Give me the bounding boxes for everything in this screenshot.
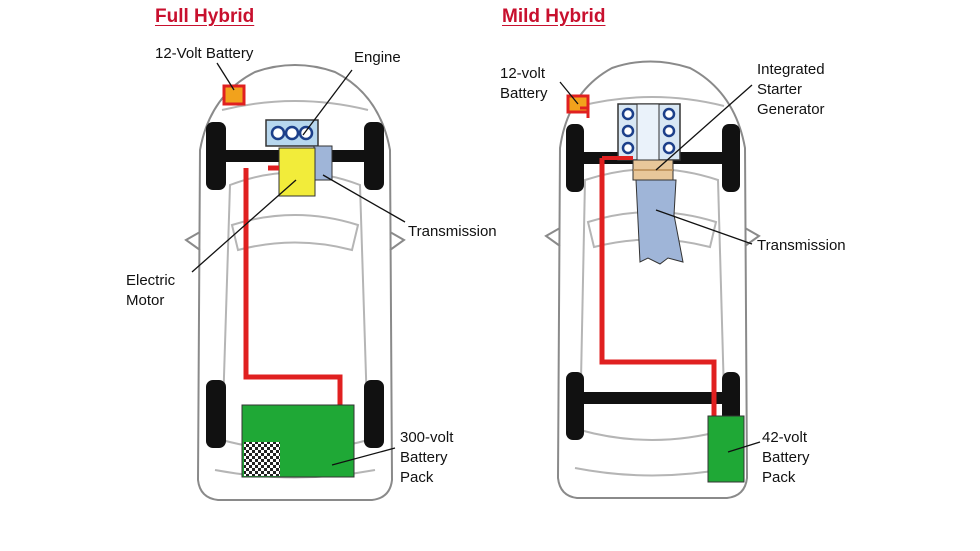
- mild-hybrid-12v-label-line-2: Battery: [500, 85, 548, 102]
- mild-hybrid-rear-axle: [582, 392, 724, 404]
- mild-hybrid-wire-2: [580, 106, 590, 118]
- mild-hybrid-front-right-wheel: [722, 124, 740, 192]
- mild-hybrid-leader-pack: [727, 441, 761, 453]
- mild-hybrid-transmission-label: Transmission: [757, 237, 846, 254]
- full-hybrid-electric-motor: [278, 147, 316, 197]
- mild-hybrid-rear-left-wheel: [566, 372, 584, 440]
- mild-hybrid-isg-label-line-1: Integrated: [757, 61, 825, 78]
- full-hybrid-front-right-wheel: [364, 122, 384, 190]
- mild-hybrid-leader-generator: [655, 84, 753, 171]
- mild-hybrid-title: Mild Hybrid: [502, 6, 606, 27]
- mild-hybrid-isg-label-line-2: Starter: [757, 81, 803, 98]
- mild-hybrid-car-body: [556, 60, 749, 499]
- mild-hybrid-cylinder-r3: [662, 141, 676, 155]
- full-hybrid-leader-engine: [302, 69, 353, 136]
- full-hybrid-leader-motor: [191, 179, 297, 273]
- full-hybrid-rear-left-wheel: [206, 380, 226, 448]
- mild-hybrid-transmission: [635, 179, 684, 265]
- full-hybrid-cylinder-1: [270, 125, 286, 141]
- mild-hybrid-car: [544, 60, 761, 499]
- mild-hybrid-left-mirror: [544, 227, 561, 247]
- full-hybrid-leader-transmission: [322, 174, 406, 223]
- full-hybrid-battery-pack-label: 300-volt Battery Pack: [400, 428, 453, 488]
- full-hybrid-wire-1: [243, 168, 343, 408]
- full-hybrid-title: Full Hybrid: [155, 6, 255, 27]
- mild-hybrid-cylinder-l1: [621, 107, 635, 121]
- mild-hybrid-cylinder-r1: [662, 107, 676, 121]
- mild-hybrid-battery-pack-label: 42-volt Battery Pack: [762, 428, 810, 488]
- full-hybrid-leader-pack: [331, 447, 396, 466]
- mild-hybrid-pack-label-line-2: Battery: [762, 449, 810, 466]
- full-hybrid-left-mirror: [184, 231, 201, 251]
- full-hybrid-cylinder-2: [284, 125, 300, 141]
- full-hybrid-transmission-label: Transmission: [408, 223, 497, 240]
- full-hybrid-front-left-wheel: [206, 122, 226, 190]
- mild-hybrid-hood-line: [579, 96, 725, 107]
- mild-hybrid-12v-label-line-1: 12-volt: [500, 65, 546, 82]
- full-hybrid-windshield: [230, 214, 360, 252]
- mild-hybrid-front-left-wheel: [566, 124, 584, 192]
- mild-hybrid-windshield: [586, 211, 718, 249]
- full-hybrid-motor-label-line-1: Electric: [126, 272, 176, 289]
- mild-hybrid-engine-head: [636, 103, 660, 161]
- full-hybrid-battery-grid: [244, 442, 280, 476]
- full-hybrid-rear-right-wheel: [364, 380, 384, 448]
- full-hybrid-pack-label-line-1: 300-volt: [400, 429, 454, 446]
- full-hybrid-motor-label-line-2: Motor: [126, 292, 165, 309]
- full-hybrid-12v-battery: [222, 84, 246, 106]
- full-hybrid-pack-label-line-2: Battery: [400, 449, 448, 466]
- mild-hybrid-pack-label-line-3: Pack: [762, 469, 796, 486]
- mild-hybrid-cylinder-l2: [621, 124, 635, 138]
- full-hybrid-leader-12v: [216, 62, 235, 91]
- mild-hybrid-wire-1: [599, 158, 717, 418]
- mild-hybrid-cylinder-r2: [662, 124, 676, 138]
- full-hybrid-engine-label: Engine: [354, 49, 401, 66]
- mild-hybrid-leader-transmission: [655, 209, 753, 245]
- mild-hybrid-pack-label-line-1: 42-volt: [762, 429, 808, 446]
- mild-hybrid-leader-12v: [559, 81, 579, 105]
- mild-hybrid-isg-label-line-3: Generator: [757, 101, 825, 118]
- full-hybrid-electric-motor-label: Electric Motor: [126, 271, 175, 311]
- full-hybrid-car: [184, 62, 406, 501]
- full-hybrid-transmission: [313, 145, 333, 181]
- full-hybrid-right-mirror: [389, 231, 406, 251]
- full-hybrid-12v-battery-label: 12-Volt Battery: [155, 45, 254, 62]
- full-hybrid-cylinder-3: [298, 125, 314, 141]
- mild-hybrid-starter-generator-label: Integrated Starter Generator: [757, 60, 825, 120]
- full-hybrid-pack-label-line-3: Pack: [400, 469, 434, 486]
- mild-hybrid-cylinder-l3: [621, 141, 635, 155]
- mild-hybrid-12v-battery-label: 12-volt Battery: [500, 64, 548, 104]
- full-hybrid-hood-line: [221, 100, 369, 111]
